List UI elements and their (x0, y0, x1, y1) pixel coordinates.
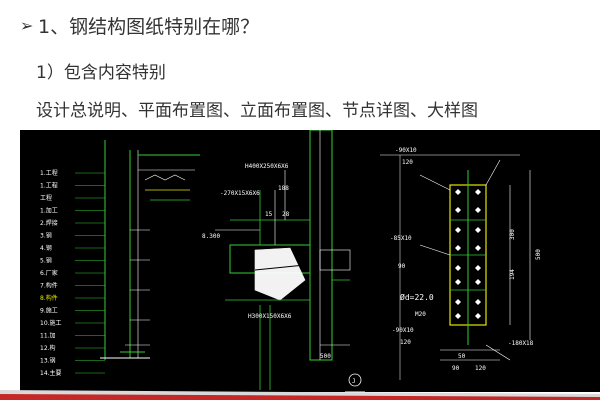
bolt-mark (475, 299, 481, 305)
dimension-90-label: 90 (452, 365, 460, 372)
bolt-mark (455, 227, 461, 233)
cad-drawing-image: 1.工程 1.工程工程 1.加工 2.焊接 3.钢 4.钢 5.钢 6.厂家 7.构件 8.构件 9… (20, 130, 600, 392)
hole-diameter-label: Ød=22.0 (400, 292, 434, 302)
arrow-bullet-icon: ➢ (20, 16, 34, 35)
plate-d-label: -180X18 (508, 340, 534, 347)
dimension-label-d: 188 (278, 185, 289, 192)
column-callout-label: H400X250X6X6 (245, 163, 289, 170)
plate-b-length-label: 90 (398, 263, 406, 270)
plate-c-label: -90X10 (392, 327, 414, 334)
design-note-item: 工程 (40, 194, 52, 202)
span-dimension-label: 500 (535, 249, 542, 260)
design-note-item: 3.钢 (40, 232, 52, 240)
bolt-mark (455, 245, 461, 251)
elevation-label: 8.300 (202, 233, 220, 240)
bolt-mark (455, 313, 461, 319)
bolt-mark (475, 279, 481, 285)
bolt-mark (455, 207, 461, 213)
bolt-mark (475, 265, 481, 271)
bolt-callout-label: H300X150X6X6 (248, 313, 292, 320)
dimension-194-label: 194 (509, 269, 516, 280)
design-note-item: 1.工程 (40, 182, 58, 190)
bolt-mark (475, 227, 481, 233)
bolt-mark (455, 299, 461, 305)
heading-text: 1、钢结构图纸特别在哪？ (38, 16, 260, 38)
bolted-splice-detail (380, 154, 531, 380)
bolt-size-label: M20 (415, 311, 426, 318)
dimension-label-a: -270X15X6X6 (220, 190, 260, 197)
plate-a-label: -90X10 (395, 147, 417, 154)
dimension-label-b: 15 (265, 211, 273, 218)
bolt-mark (475, 313, 481, 319)
beam-column-connection-detail (215, 130, 365, 392)
bolt-mark (455, 279, 461, 285)
plate-c-length-label: 120 (400, 339, 411, 346)
design-note-item: 10.施工 (40, 319, 62, 327)
dimension-300-label: 300 (509, 229, 516, 240)
design-note-item: 9.施工 (40, 307, 58, 315)
design-note-item: 13.钢 (40, 357, 56, 365)
design-note-item: 5.钢 (40, 257, 52, 265)
design-note-item: 11.加 (40, 332, 56, 340)
bolt-mark (475, 189, 481, 195)
slide-content-line: 设计总说明、平面布置图、立面布置图、节点详图、大样图 (36, 101, 478, 121)
design-note-item: 2.焊接 (40, 219, 58, 227)
design-note-item: 7.构件 (40, 282, 58, 290)
grid-label: J (352, 378, 356, 385)
design-note-item: 12.构 (40, 344, 56, 352)
design-note-item: 4.钢 (40, 244, 52, 252)
elevation-frame (125, 154, 200, 346)
dimension-label-c: 28 (282, 211, 290, 218)
dimension-label-e: 500 (320, 353, 331, 360)
design-note-item: 1.加工 (40, 207, 58, 215)
bolt-mark (475, 207, 481, 213)
design-note-item: 1.工程 (40, 169, 58, 177)
design-note-item: 8.构件 (40, 294, 58, 302)
dimension-120-label: 120 (475, 365, 486, 372)
plate-a-length-label: 120 (402, 159, 413, 166)
slide-subheading: 1）包含内容特别 (36, 63, 166, 83)
design-note-item: 6.厂家 (40, 269, 58, 277)
design-note-item: 14.主要 (40, 369, 62, 377)
plate-b-label: -85X10 (390, 235, 412, 242)
bolt-mark (475, 245, 481, 251)
dimension-50-label: 50 (458, 353, 466, 360)
bolt-mark (455, 265, 461, 271)
slide-heading: ➢ 1、钢结构图纸特别在哪？ (20, 12, 259, 39)
bottom-accent-bar (0, 390, 600, 400)
bolt-mark (455, 189, 461, 195)
